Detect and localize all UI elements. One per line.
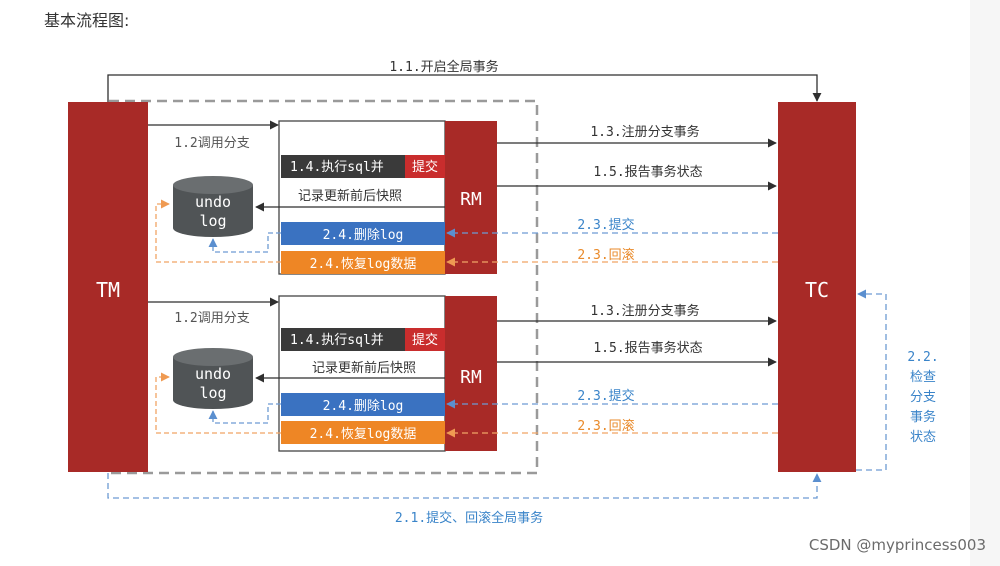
check-status-line-5: 状态 — [910, 430, 936, 445]
restore-log-bar — [281, 251, 445, 274]
report-status-label: 1.5.报告事务状态 — [593, 340, 702, 356]
branch-commit-label: 2.3.提交 — [577, 217, 634, 233]
exec-sql-bar — [281, 155, 445, 178]
delete-log-bar — [281, 393, 445, 416]
rm-label: RM — [460, 189, 482, 210]
delete-log-arrow — [208, 232, 281, 253]
undo-log-database-icon: undo log — [173, 348, 253, 409]
branch-rollback-label: 2.3.回滚 — [577, 247, 634, 263]
exec-commit-label: 提交 — [412, 332, 438, 348]
check-status-line-2: 检查 — [910, 370, 936, 385]
check-status-line-3: 分支 — [910, 390, 936, 405]
branch-rollback-label: 2.3.回滚 — [577, 418, 634, 434]
check-status-line-4: 事务 — [910, 409, 936, 425]
tm-bar — [68, 102, 148, 472]
delete-log-arrow — [208, 403, 281, 424]
log-label: log — [199, 384, 226, 402]
global-commit-rollback-label: 2.1.提交、回滚全局事务 — [395, 510, 543, 526]
snapshot-label: 记录更新前后快照 — [312, 360, 416, 376]
report-status-label: 1.5.报告事务状态 — [593, 164, 702, 180]
rm-label: RM — [460, 367, 482, 388]
restore-log-label: 2.4.恢复log数据 — [310, 427, 417, 442]
branch-1: RM 1.2调用分支 1.4.执行sql并 提交 记录更新前后快照 undo l… — [148, 120, 778, 275]
restore-log-label: 2.4.恢复log数据 — [310, 257, 417, 272]
exec-commit-label: 提交 — [412, 159, 438, 175]
exec-sql-label: 1.4.执行sql并 — [290, 333, 384, 348]
csdn-watermark: CSDN @myprincess003 — [808, 536, 986, 554]
branch-commit-label: 2.3.提交 — [577, 388, 634, 404]
check-status-arrow — [856, 289, 887, 471]
exec-commit-highlight — [405, 328, 445, 351]
branch-2: RM 1.2调用分支 1.4.执行sql并 提交 记录更新前后快照 undo l… — [148, 295, 778, 452]
rm-bar — [445, 121, 497, 274]
delete-log-bar — [281, 222, 445, 245]
call-branch-label: 1.2调用分支 — [174, 136, 249, 151]
tm-label: TM — [96, 278, 120, 302]
snapshot-label: 记录更新前后快照 — [298, 188, 402, 204]
rm-bar — [445, 296, 497, 451]
page-scroll-gutter — [970, 0, 1000, 566]
tc-label: TC — [805, 278, 829, 302]
undo-label: undo — [195, 365, 231, 383]
delete-log-label: 2.4.删除log — [323, 399, 404, 414]
begin-global-label: 1.1.开启全局事务 — [389, 59, 498, 75]
call-branch-label: 1.2调用分支 — [174, 311, 249, 326]
page-heading: 基本流程图: — [44, 11, 130, 30]
undo-label: undo — [195, 193, 231, 211]
branch-service-box — [278, 120, 446, 275]
exec-sql-label: 1.4.执行sql并 — [290, 160, 384, 175]
log-label: log — [199, 212, 226, 230]
register-branch-label: 1.3.注册分支事务 — [590, 303, 699, 319]
restore-log-arrow — [155, 372, 281, 434]
undo-log-database-icon: undo log — [173, 176, 253, 237]
restore-log-arrow — [155, 199, 281, 263]
global-commit-rollback-arrow — [107, 473, 822, 499]
begin-global-arrow — [107, 74, 822, 102]
delete-log-label: 2.4.删除log — [323, 228, 404, 243]
exec-commit-highlight — [405, 155, 445, 178]
check-status-line-1: 2.2. — [907, 350, 938, 365]
tc-bar — [778, 102, 856, 472]
exec-sql-bar — [281, 328, 445, 351]
register-branch-label: 1.3.注册分支事务 — [590, 124, 699, 140]
restore-log-bar — [281, 421, 445, 444]
